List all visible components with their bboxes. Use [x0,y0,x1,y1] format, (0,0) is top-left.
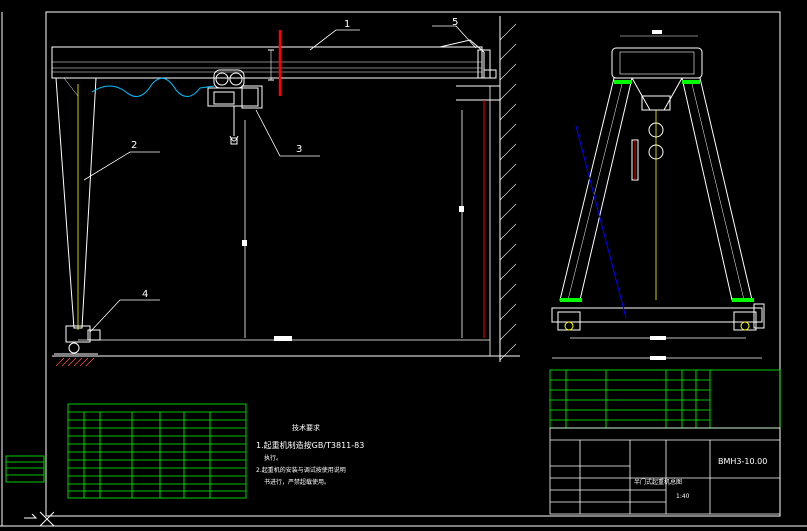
support-leg [55,77,97,329]
product-name: 半门式起重机总图 [634,478,682,486]
callout-2: 2 [131,140,137,151]
travel-mechanism [65,325,91,343]
festoon-cable [91,77,215,97]
title-block [549,427,781,515]
side-elevation [551,30,765,360]
notes-line-2b: 书进行，严禁超载使用。 [264,478,330,486]
ucs-icon [24,511,55,527]
technical-notes: 技术要求 1.起重机制造按GB/T3811-83 执行。 2.起重机的安装与调试… [256,423,364,486]
electric-hoist [207,69,263,145]
bom-table [549,369,781,429]
notes-line-2: 2.起重机的安装与调试按使用说明 [256,466,346,474]
drawing-number: BMH3-10.00 [718,457,767,466]
callout-1: 1 [344,19,350,30]
side-base-beam [551,307,763,323]
side-diagonal-dim [575,125,627,319]
callout-3: 3 [296,144,302,155]
front-elevation: 1 2 3 4 5 [51,16,520,367]
side-leg-right [681,77,753,301]
notes-heading: 技术要求 [292,423,320,432]
callout-5: 5 [452,17,458,28]
main-girder [51,46,483,79]
revision-boxes [5,455,45,483]
drawing-scale: 1:40 [676,493,690,500]
drawing-frame [45,11,781,517]
notes-line-1b: 执行。 [264,454,282,462]
notes-line-1: 1.起重机制造按GB/T3811-83 [256,440,364,450]
parameter-table [67,403,247,499]
callout-4: 4 [142,289,148,300]
